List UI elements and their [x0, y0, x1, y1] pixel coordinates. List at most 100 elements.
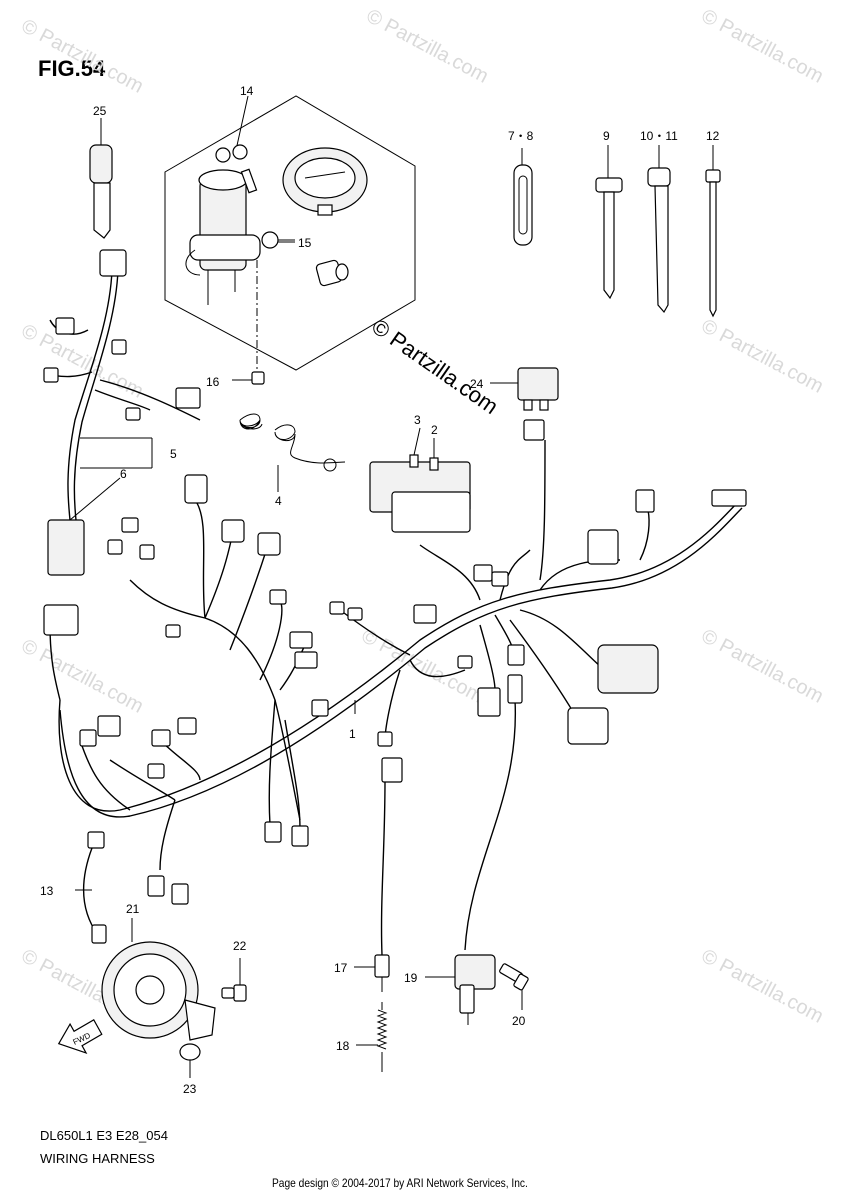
ignition-kit-group	[164, 95, 416, 372]
screw-icon	[232, 371, 265, 385]
callout-18: 18	[336, 1039, 350, 1053]
callout-9: 9	[603, 129, 610, 143]
connector	[491, 571, 509, 587]
connector	[311, 699, 329, 717]
callout-4: 4	[275, 494, 282, 508]
connector	[381, 757, 403, 783]
connector	[377, 731, 393, 747]
diagram-code: DL650L1 E3 E28_054	[40, 1128, 168, 1143]
callout-12: 12	[706, 129, 720, 143]
connector	[99, 249, 127, 277]
connector	[184, 474, 208, 504]
callout-20: 20	[512, 1014, 526, 1028]
main-wiring-harness	[47, 269, 743, 956]
connector	[523, 419, 545, 441]
neutral-switch-icon	[354, 954, 390, 1072]
callout-23: 23	[183, 1082, 197, 1096]
connector	[121, 517, 139, 533]
fwd-arrow-icon: FWD	[57, 1018, 103, 1055]
callout-22: 22	[233, 939, 247, 953]
leader-lines	[69, 241, 356, 891]
watermark: © Partzilla.com	[698, 945, 827, 1028]
watermark-main: © Partzilla.com	[367, 314, 503, 420]
connector	[289, 631, 313, 649]
fuse-box-icon	[369, 427, 471, 533]
connector	[587, 529, 619, 565]
bolt-icon	[499, 963, 529, 1010]
connector	[477, 687, 501, 717]
connector	[139, 544, 155, 560]
connector	[97, 715, 121, 737]
connector	[413, 604, 437, 624]
connector	[151, 729, 171, 747]
watermark: © Partzilla.com	[698, 5, 827, 88]
callout-10-11: 10・11	[640, 129, 678, 143]
connector	[257, 532, 281, 556]
cable-tie-icon	[705, 145, 721, 318]
spring-clip-icon	[239, 413, 346, 492]
connector	[457, 655, 473, 669]
connector	[91, 924, 107, 944]
connector	[473, 564, 493, 582]
callout-16: 16	[206, 375, 220, 389]
callout-19: 19	[404, 971, 418, 985]
callout-14: 14	[240, 84, 254, 98]
connector	[55, 317, 75, 335]
connector	[147, 763, 165, 779]
connector	[291, 825, 309, 847]
cable-tie-icon	[647, 145, 671, 314]
connector	[125, 407, 141, 421]
connector	[107, 539, 123, 555]
connector	[567, 707, 609, 745]
connector	[175, 387, 201, 409]
fuel-cap-icon	[282, 147, 368, 216]
connector	[177, 717, 197, 735]
callout-labels: 1 2 3 4 5 6 7・8 9 10・11 12 13 14 15 16 1…	[40, 84, 720, 1096]
watermark: © Partzilla.com	[18, 15, 147, 98]
callout-13: 13	[40, 884, 54, 898]
callout-2: 2	[431, 423, 438, 437]
connector	[87, 831, 105, 849]
connector	[43, 604, 79, 636]
watermark: © Partzilla.com	[698, 315, 827, 398]
cable-tie-icon	[595, 145, 623, 300]
connector	[221, 519, 245, 543]
watermark: © Partzilla.com	[698, 625, 827, 708]
watermark: © Partzilla.com	[363, 5, 492, 88]
connector	[43, 367, 59, 383]
connector	[264, 821, 282, 843]
callout-5: 5	[170, 447, 177, 461]
connector	[79, 729, 97, 747]
callout-24: 24	[470, 377, 484, 391]
connector	[635, 489, 655, 513]
callout-3: 3	[414, 413, 421, 427]
connector	[507, 644, 525, 666]
relay-icon	[490, 367, 559, 411]
ecu-connector	[597, 644, 659, 694]
callout-15: 15	[298, 236, 312, 250]
callout-25: 25	[93, 104, 107, 118]
lock-cylinder-icon	[315, 259, 349, 287]
connector	[269, 589, 287, 605]
connector	[147, 875, 165, 897]
watermark: © Partzilla.com	[18, 635, 147, 718]
connector	[711, 489, 747, 507]
connector	[165, 624, 181, 638]
page-design-credit: Page design © 2004-2017 by ARI Network S…	[272, 1176, 528, 1190]
page-title: FIG.54	[38, 56, 106, 81]
connector	[171, 883, 189, 905]
sidestand-switch-icon	[425, 954, 496, 1025]
callout-21: 21	[126, 902, 140, 916]
bolt-icon	[221, 958, 247, 1002]
ignition-switch-icon	[185, 169, 295, 305]
connector	[111, 339, 127, 355]
connector	[329, 601, 345, 615]
callout-6: 6	[120, 467, 127, 481]
connector	[347, 607, 363, 621]
cable-tie-icon	[513, 148, 533, 246]
ignition-key-icon	[215, 144, 258, 194]
connector-group	[43, 249, 747, 944]
diagram-name: WIRING HARNESS	[40, 1151, 155, 1166]
key-blank-icon	[89, 118, 113, 239]
